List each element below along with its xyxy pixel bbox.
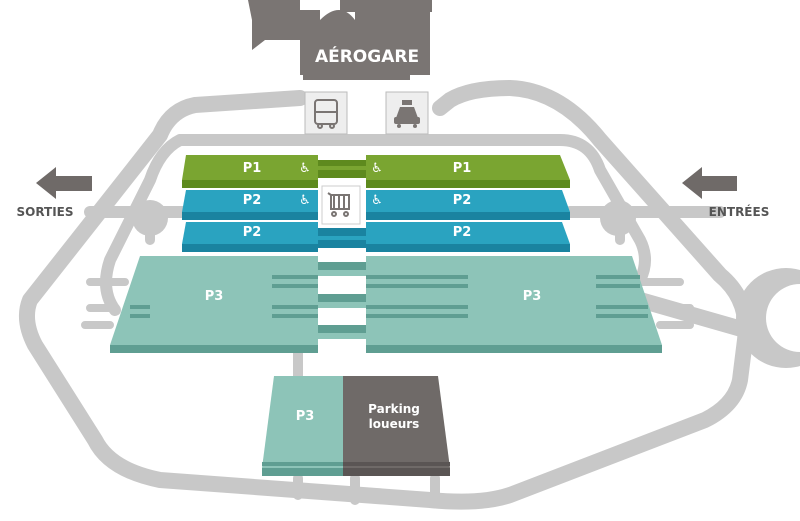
zone-label-p1-left: P1 bbox=[243, 161, 262, 176]
entry-arrow: ENTRÉES bbox=[682, 167, 769, 219]
zone-label-p2-upper-right: P2 bbox=[453, 193, 472, 208]
p3-right-lanes bbox=[636, 278, 694, 329]
luggage-cart-sign bbox=[321, 185, 361, 225]
outer-ring-road bbox=[18, 80, 754, 510]
wheelchair-icon: ♿ bbox=[299, 161, 311, 176]
zone-label-p2-lower-left: P2 bbox=[243, 225, 262, 240]
luggage-cart-icon bbox=[327, 192, 350, 217]
roundabout-east-center bbox=[766, 284, 800, 352]
wheelchair-icon: ♿ bbox=[371, 193, 383, 208]
zone-label-p3-left: P3 bbox=[205, 289, 224, 304]
roundabout-left bbox=[132, 200, 168, 236]
exit-label: SORTIES bbox=[16, 205, 73, 219]
south-access-road bbox=[293, 345, 440, 505]
zone-label-p3-right: P3 bbox=[523, 289, 542, 304]
wheelchair-icon: ♿ bbox=[299, 193, 311, 208]
zone-label-p3-bottom: P3 bbox=[296, 409, 315, 424]
parking-p2-lower: P2 P2 bbox=[182, 222, 570, 252]
rental-label-line1: Parking bbox=[368, 402, 420, 416]
bus-icon bbox=[314, 99, 338, 129]
roundabout-right bbox=[600, 200, 636, 236]
zone-label-p2-lower-right: P2 bbox=[453, 225, 472, 240]
parking-p3-bottom: P3 bbox=[262, 376, 343, 476]
parking-p3-main: P3 P3 bbox=[110, 256, 662, 353]
taxi-stand-sign bbox=[385, 91, 429, 135]
zone-label-p1-right: P1 bbox=[453, 161, 472, 176]
terminal-label: AÉROGARE bbox=[315, 45, 419, 67]
bus-stop-sign bbox=[304, 91, 348, 135]
arrow-left-icon bbox=[682, 167, 737, 199]
wheelchair-icon: ♿ bbox=[371, 161, 383, 176]
entry-label: ENTRÉES bbox=[709, 204, 770, 219]
zone-label-p2-upper-left: P2 bbox=[243, 193, 262, 208]
terminal-building: AÉROGARE bbox=[248, 0, 432, 80]
p3-left-lanes bbox=[81, 278, 129, 329]
parking-p1: P1 P1 ♿ ♿ bbox=[182, 155, 570, 188]
parking-p2-upper: P2 P2 ♿ ♿ bbox=[182, 190, 570, 220]
taxi-icon bbox=[394, 100, 420, 128]
arrow-left-icon bbox=[36, 167, 92, 199]
parking-rental: Parking loueurs bbox=[343, 376, 450, 476]
rental-label-line2: loueurs bbox=[369, 417, 420, 431]
exit-arrow: SORTIES bbox=[16, 167, 92, 219]
